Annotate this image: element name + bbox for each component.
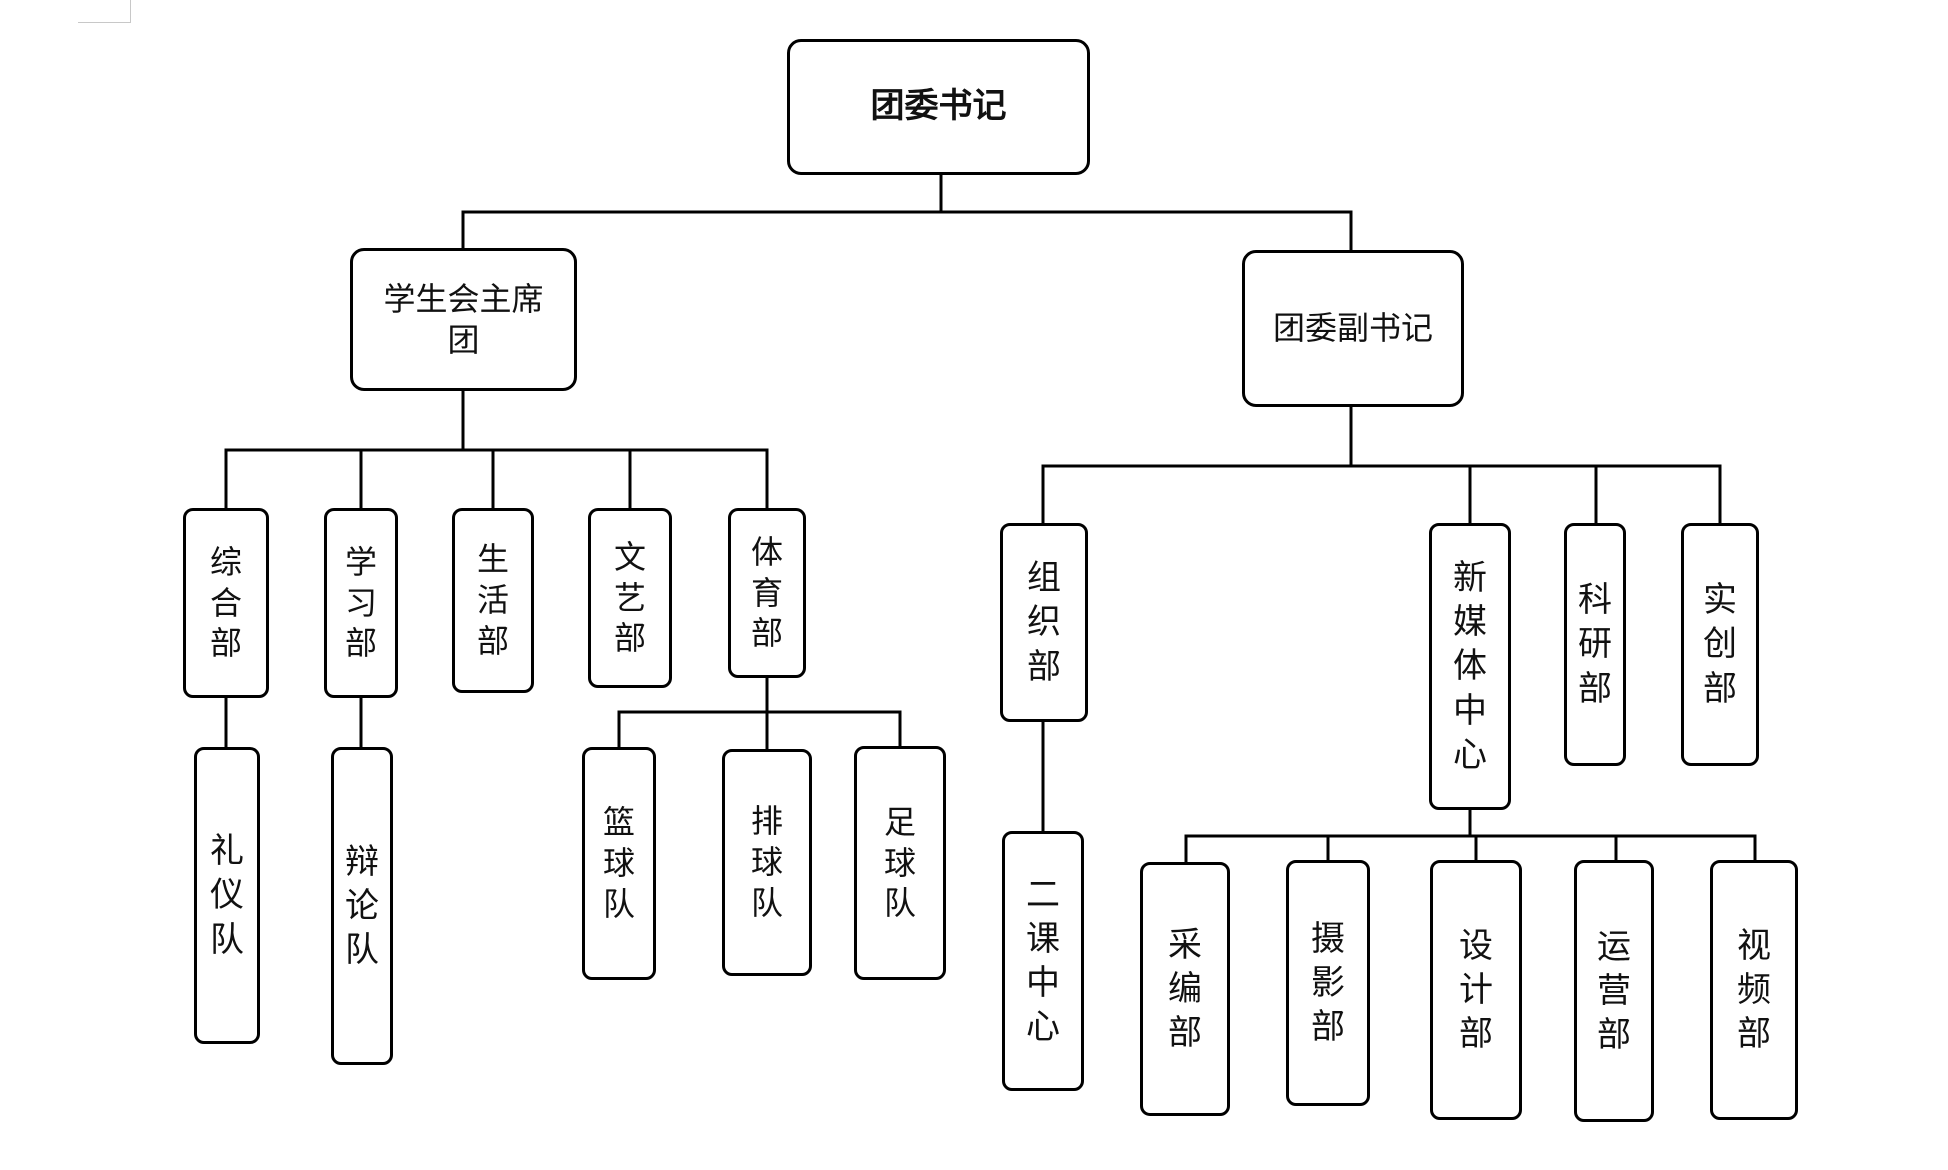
sub-unit-label: 二课中心	[1026, 874, 1060, 1048]
sub-unit-node: 篮球队	[582, 747, 656, 980]
department-label: 实创部	[1703, 580, 1737, 709]
sub-unit-node: 排球队	[722, 749, 812, 976]
left-branch-label: 学生会主席团	[383, 279, 544, 359]
sub-unit-label: 摄影部	[1311, 918, 1345, 1048]
department-label: 学习部	[344, 542, 377, 663]
sub-unit-label: 辩论队	[345, 841, 379, 971]
sub-unit-node: 运营部	[1574, 860, 1654, 1122]
sub-unit-node: 摄影部	[1286, 860, 1370, 1106]
sub-unit-label: 排球队	[750, 802, 783, 922]
department-label: 组织部	[1027, 558, 1061, 687]
sub-unit-node: 足球队	[854, 746, 946, 980]
root-label: 团委书记	[870, 86, 1007, 127]
page-corner-mark	[78, 0, 131, 23]
root-node: 团委书记	[787, 39, 1090, 175]
sub-unit-node: 礼仪队	[194, 747, 260, 1044]
department-node: 生活部	[452, 508, 534, 693]
sub-unit-node: 采编部	[1140, 862, 1230, 1116]
department-node: 科研部	[1564, 523, 1626, 766]
sub-unit-label: 篮球队	[602, 803, 635, 923]
sub-unit-label: 礼仪队	[210, 831, 244, 960]
right-branch-label: 团委副书记	[1272, 309, 1433, 348]
sub-unit-node: 二课中心	[1002, 831, 1084, 1091]
sub-unit-label: 采编部	[1168, 924, 1202, 1054]
department-node: 组织部	[1000, 523, 1088, 722]
department-label: 文艺部	[613, 537, 646, 658]
department-node: 新媒体中心	[1429, 523, 1511, 810]
department-label: 体育部	[750, 532, 783, 653]
left-branch-node: 学生会主席团	[350, 248, 577, 391]
sub-unit-node: 辩论队	[331, 747, 393, 1065]
right-branch-node: 团委副书记	[1242, 250, 1464, 407]
department-label: 生活部	[476, 540, 509, 660]
department-node: 综合部	[183, 508, 269, 698]
department-node: 体育部	[728, 508, 806, 678]
department-node: 文艺部	[588, 508, 672, 688]
department-label: 综合部	[209, 542, 242, 663]
sub-unit-label: 运营部	[1597, 926, 1631, 1056]
department-node: 实创部	[1681, 523, 1759, 766]
sub-unit-label: 设计部	[1459, 925, 1493, 1055]
sub-unit-label: 视频部	[1737, 925, 1771, 1055]
sub-unit-node: 视频部	[1710, 860, 1798, 1120]
department-label: 新媒体中心	[1453, 558, 1487, 775]
department-label: 科研部	[1578, 580, 1612, 709]
sub-unit-label: 足球队	[883, 802, 916, 923]
department-node: 学习部	[324, 508, 398, 698]
sub-unit-node: 设计部	[1430, 860, 1522, 1120]
